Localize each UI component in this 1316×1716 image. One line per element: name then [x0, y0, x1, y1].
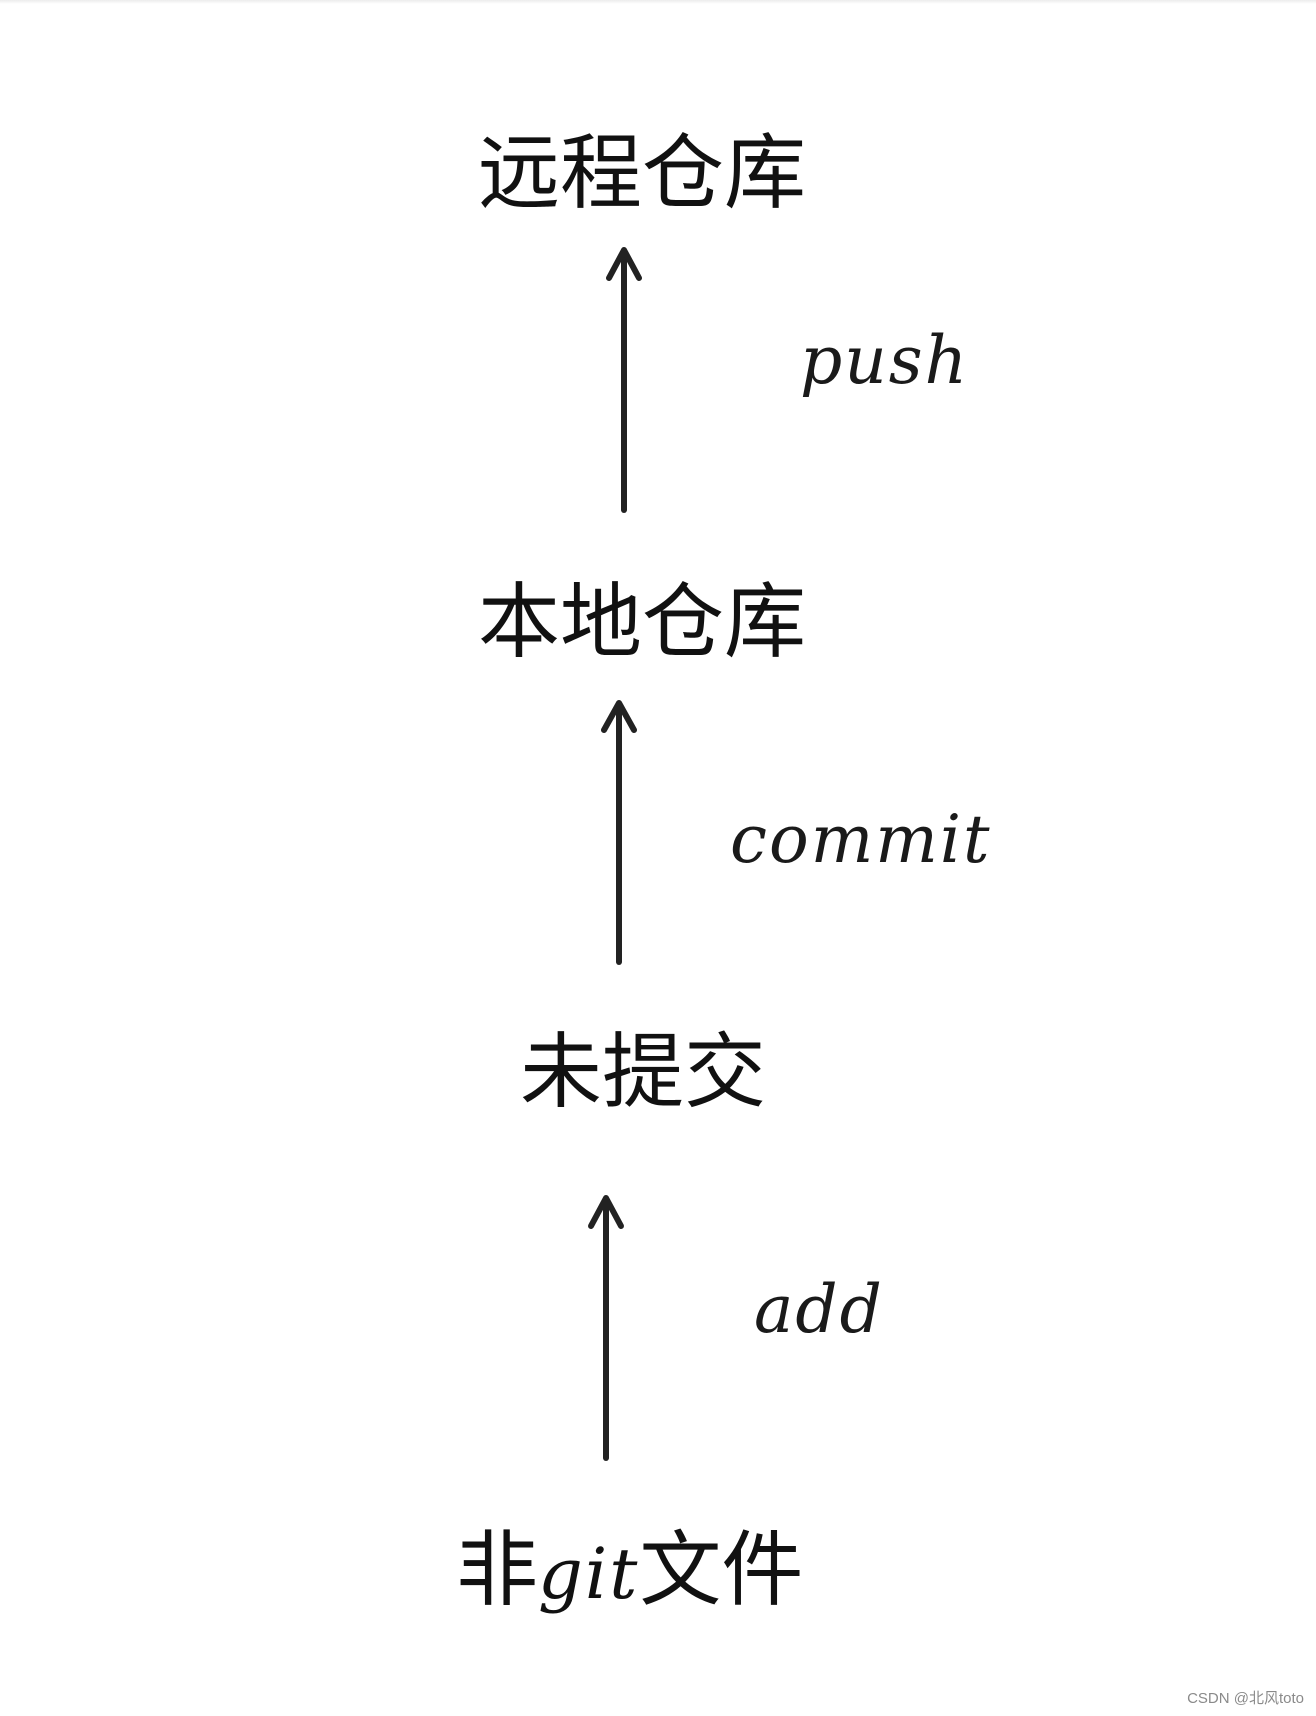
push-arrow [606, 247, 642, 513]
push-label: push [800, 322, 970, 399]
commit-label: commit [730, 801, 992, 878]
local-repo-node: 本地仓库 [478, 575, 807, 670]
uncommitted-node: 未提交 [520, 1025, 767, 1120]
add-arrow [588, 1195, 624, 1461]
non-git-file-suffix: 文件 [639, 1523, 804, 1618]
add-label: add [754, 1271, 884, 1348]
non-git-file-prefix: 非 [456, 1523, 539, 1618]
commit-arrow [601, 700, 637, 965]
csdn-watermark: CSDN @北风toto [1187, 1690, 1304, 1707]
remote-repo-node: 远程仓库 [478, 126, 807, 221]
top-shade [0, 0, 1316, 4]
non-git-file-node: 非git文件 [456, 1530, 803, 1612]
non-git-file-git: git [538, 1533, 640, 1615]
